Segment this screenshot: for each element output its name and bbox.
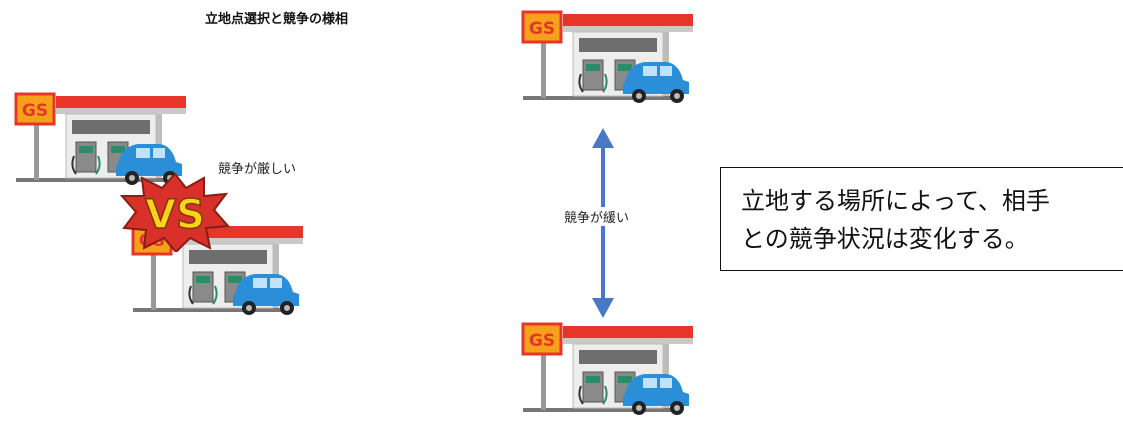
vs-text: VS — [145, 192, 205, 238]
gas-station-icon — [521, 322, 695, 417]
label-mild-competition: 競争が緩い — [562, 207, 632, 226]
vs-burst-icon: VS — [120, 172, 230, 252]
note-line-2: との競争状況は変化する。 — [741, 225, 1029, 253]
label-intense-competition: 競争が厳しい — [218, 162, 297, 177]
note-line-1: 立地する場所によって、相手 — [741, 187, 1050, 215]
note-box: 立地する場所によって、相手 との競争状況は変化する。 — [720, 167, 1123, 271]
diagram-title: 立地点選択と競争の様相 — [205, 12, 349, 27]
gas-station-icon — [521, 10, 695, 105]
note-text: 立地する場所によって、相手 との競争状況は変化する。 — [741, 182, 1050, 258]
